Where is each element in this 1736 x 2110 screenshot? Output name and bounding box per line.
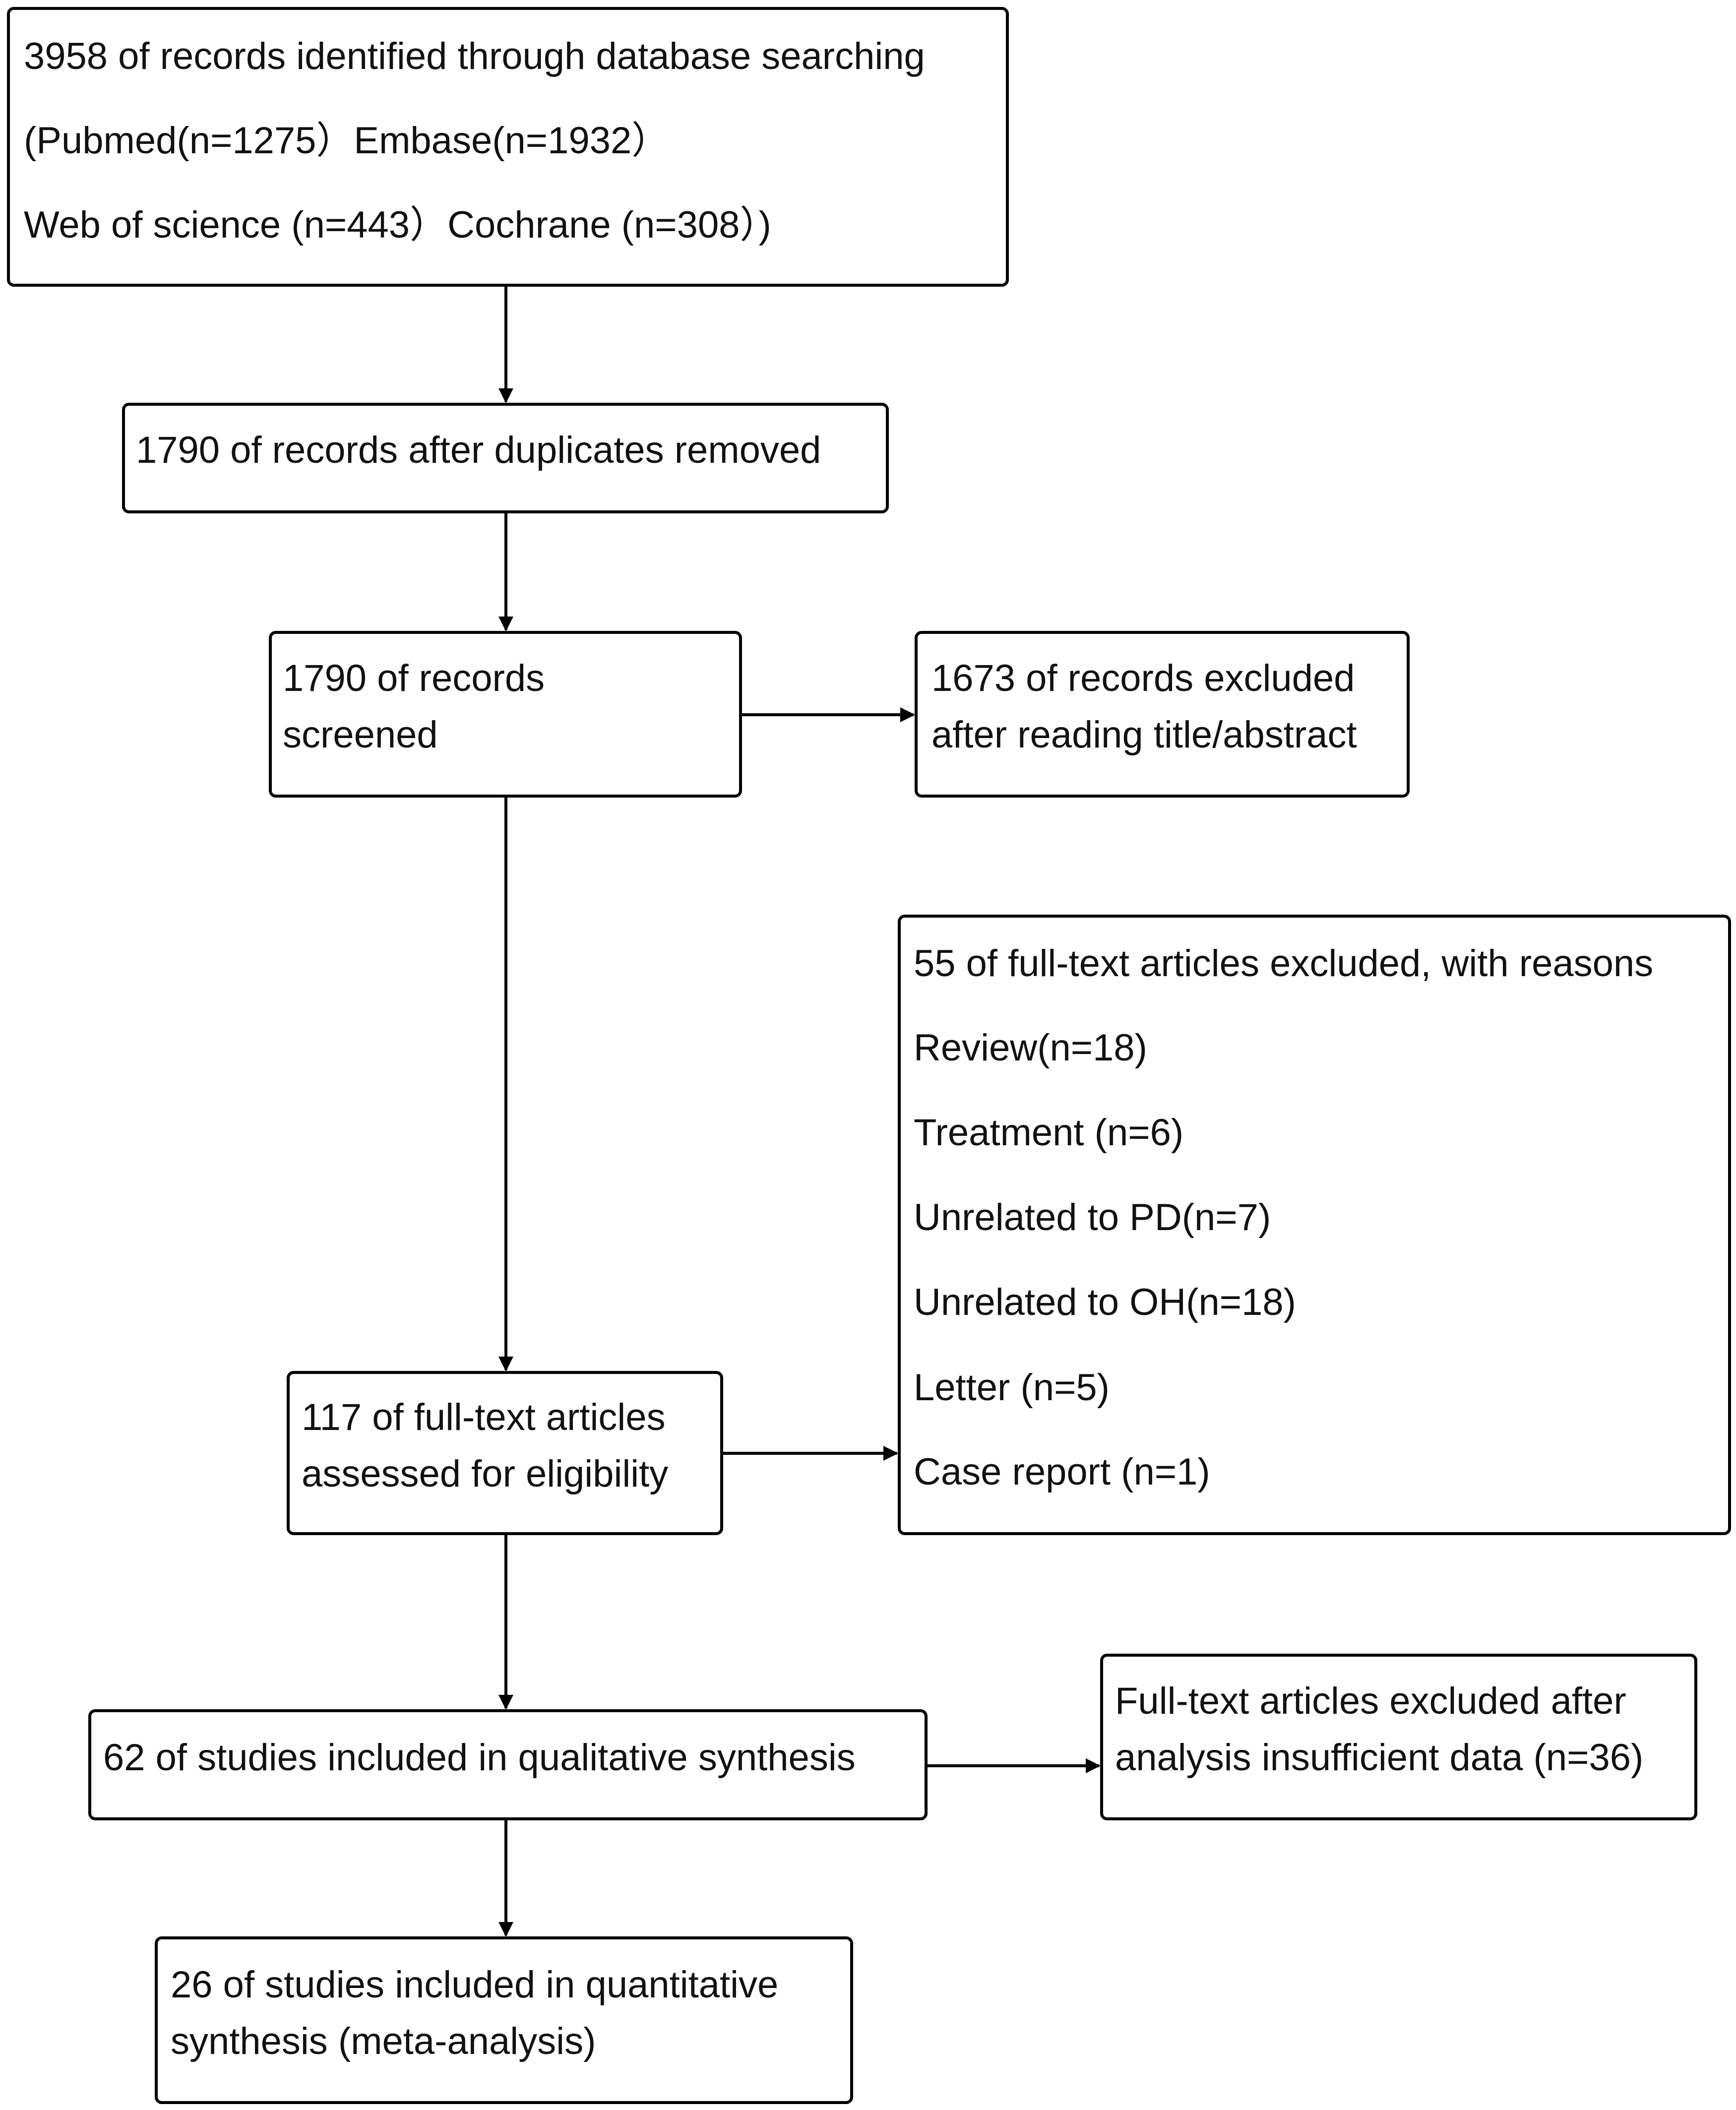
box-text-line: Review(n=18) bbox=[914, 1027, 1147, 1069]
duplicates-removed-box: 1790 of records after duplicates removed bbox=[122, 403, 889, 513]
box-text-line: 62 of studies included in qualitative sy… bbox=[103, 1737, 856, 1779]
box-text-line: Web of science (n=443）Cochrane (n=308）) bbox=[24, 204, 771, 246]
box-text-line: Case report (n=1) bbox=[914, 1451, 1210, 1493]
box-text-line: analysis insufficient data (n=36) bbox=[1115, 1737, 1644, 1779]
box-text-line: Letter (n=5) bbox=[914, 1366, 1110, 1409]
records-identified-box: 3958 of records identified through datab… bbox=[7, 7, 1009, 287]
box-text-line: assessed for eligibility bbox=[302, 1453, 669, 1495]
box-text-line: 26 of studies included in quantitative bbox=[171, 1964, 779, 2006]
box-text-line: Unrelated to PD(n=7) bbox=[914, 1196, 1271, 1239]
fulltext-excluded-reasons-box: 55 of full-text articles excluded, with … bbox=[898, 915, 1731, 1535]
box-text-line: 3958 of records identified through datab… bbox=[24, 35, 925, 77]
records-excluded-box: 1673 of records excluded after reading t… bbox=[915, 631, 1410, 798]
insufficient-data-box: Full-text articles excluded after analys… bbox=[1100, 1654, 1697, 1820]
quantitative-synthesis-box: 26 of studies included in quantitative s… bbox=[155, 1936, 853, 2104]
box-text-line: 1673 of records excluded bbox=[931, 657, 1355, 699]
box-text-line: 55 of full-text articles excluded, with … bbox=[914, 942, 1654, 985]
box-text-line: Unrelated to OH(n=18) bbox=[914, 1281, 1296, 1323]
box-text-line: 117 of full-text articles bbox=[302, 1396, 666, 1438]
box-text-line: Treatment (n=6) bbox=[914, 1112, 1184, 1154]
box-text-line: (Pubmed(n=1275）Embase(n=1932） bbox=[24, 120, 670, 162]
box-text-line: Full-text articles excluded after bbox=[1115, 1680, 1626, 1722]
box-text-line: synthesis (meta-analysis) bbox=[171, 2020, 596, 2062]
box-text-line: 1790 of records bbox=[283, 657, 545, 699]
qualitative-synthesis-box: 62 of studies included in qualitative sy… bbox=[88, 1709, 928, 1820]
assessed-eligibility-box: 117 of full-text articles assessed for e… bbox=[287, 1371, 723, 1535]
box-text-line: after reading title/abstract bbox=[931, 714, 1357, 756]
box-text-line: 1790 of records after duplicates removed bbox=[136, 429, 821, 471]
records-screened-box: 1790 of records screened bbox=[269, 631, 742, 798]
box-text-line: screened bbox=[283, 714, 438, 756]
